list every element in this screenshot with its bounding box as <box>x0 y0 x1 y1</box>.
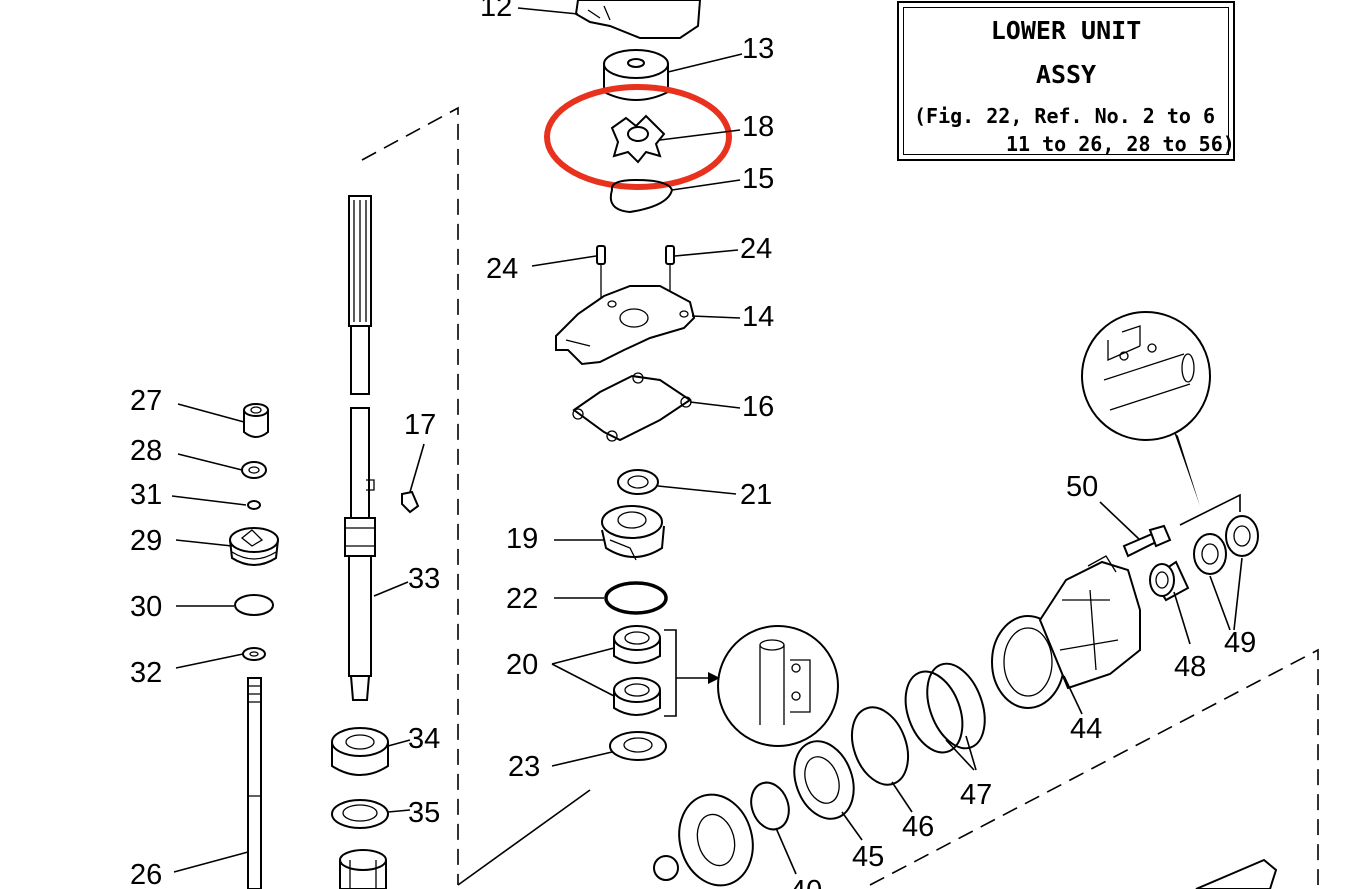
title-line-2: ASSY <box>1035 60 1097 89</box>
callout-33: 33 <box>408 563 440 595</box>
part-32-washer <box>242 647 266 661</box>
part-34-bearing <box>331 727 389 776</box>
callout-23: 23 <box>508 751 540 783</box>
part-31-ball <box>247 500 261 510</box>
callout-labels: 12 13 18 15 24 24 14 16 17 27 28 31 29 3… <box>130 0 1256 889</box>
small-shim <box>653 855 679 881</box>
shim-ring <box>750 781 790 831</box>
part-45-ball-bearing <box>793 740 855 820</box>
part-16-gasket <box>572 372 692 442</box>
callout-20: 20 <box>506 649 538 681</box>
part-22-o-ring <box>604 581 668 615</box>
callout-30: 30 <box>130 591 162 623</box>
part-17-key <box>401 490 420 514</box>
callout-22: 22 <box>506 583 538 615</box>
part-33-drive-shaft <box>344 195 376 701</box>
leader-lines <box>171 7 1243 875</box>
part-35-washer <box>331 799 389 829</box>
part-13-insert-cartridge <box>603 49 669 101</box>
part-14-outer-plate <box>555 285 696 366</box>
callout-35: 35 <box>408 797 440 829</box>
callout-13: 13 <box>742 33 774 65</box>
part-23-washer <box>609 731 667 761</box>
callout-28: 28 <box>130 435 162 467</box>
callout-40: 40 <box>790 875 822 889</box>
part-28-nut <box>241 461 267 479</box>
highlight-circle <box>544 84 732 190</box>
callout-47: 47 <box>960 779 992 811</box>
callout-46: 46 <box>902 811 934 843</box>
part-26-shift-rod <box>247 677 262 889</box>
part-50-bolt <box>1122 524 1172 558</box>
guide-lines <box>361 106 1319 886</box>
callout-49: 49 <box>1224 627 1256 659</box>
callout-12: 12 <box>480 0 512 23</box>
part-27-collar <box>243 403 269 438</box>
callout-16: 16 <box>742 391 774 423</box>
seal-orientation-detail <box>717 625 839 747</box>
callout-21: 21 <box>740 479 772 511</box>
title-box-inner-border: LOWER UNIT ASSY (Fig. 22, Ref. No. 2 to … <box>903 7 1235 156</box>
drive-shaft-sleeve <box>339 849 387 889</box>
callout-32: 32 <box>130 657 162 689</box>
callout-24-right: 24 <box>740 233 772 265</box>
part-29-connector <box>229 527 279 566</box>
callout-19: 19 <box>506 523 538 555</box>
part-30-o-ring <box>234 594 274 616</box>
callout-50: 50 <box>1066 471 1098 503</box>
part-48-bushing <box>1149 560 1190 602</box>
part-44-propeller-shaft-housing <box>991 555 1141 709</box>
propeller-shaft-end <box>1195 858 1278 889</box>
callout-34: 34 <box>408 723 440 755</box>
callout-29: 29 <box>130 525 162 557</box>
callout-27: 27 <box>130 385 162 417</box>
part-18-impeller <box>610 114 666 164</box>
title-reference-line-2: 11 to 26, 28 to 56) <box>1006 132 1235 156</box>
part-20-oil-seals <box>613 625 720 717</box>
callout-45: 45 <box>852 841 884 873</box>
part-49-oil-seals <box>1193 515 1259 575</box>
callout-17: 17 <box>404 409 436 441</box>
part-21-oil-seal <box>617 469 659 495</box>
part-47-o-rings <box>904 662 986 754</box>
callout-44: 44 <box>1070 713 1102 745</box>
callout-24-left: 24 <box>486 253 518 285</box>
part-12-pump-housing <box>574 0 702 39</box>
title-line-1: LOWER UNIT <box>990 16 1142 45</box>
callout-31: 31 <box>130 479 162 511</box>
reverse-gear <box>678 793 754 887</box>
callout-48: 48 <box>1174 651 1206 683</box>
part-19-oil-seal-housing <box>601 505 665 561</box>
callout-14: 14 <box>742 301 774 333</box>
title-box: LOWER UNIT ASSY (Fig. 22, Ref. No. 2 to … <box>897 1 1235 161</box>
callout-18: 18 <box>742 111 774 143</box>
callout-15: 15 <box>742 163 774 195</box>
callout-26: 26 <box>130 859 162 889</box>
title-reference-line-1: (Fig. 22, Ref. No. 2 to 6 <box>914 104 1216 128</box>
bushing-orientation-detail <box>1081 311 1211 506</box>
